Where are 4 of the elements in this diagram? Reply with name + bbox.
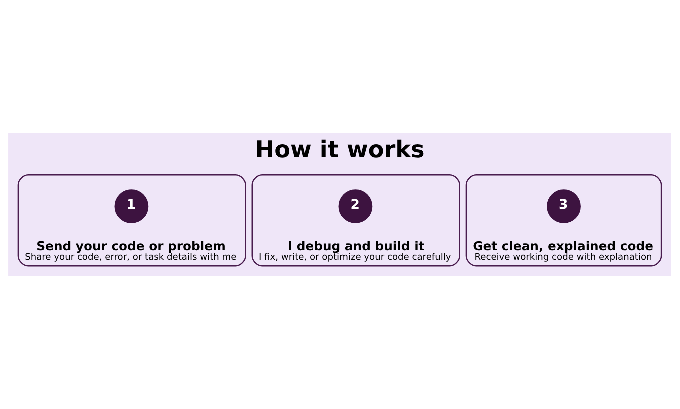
- node-circle: 1: [114, 190, 149, 224]
- diagram-title: How it works: [255, 137, 425, 164]
- node-circle: 3: [547, 190, 581, 224]
- node-circle: 2: [338, 190, 373, 224]
